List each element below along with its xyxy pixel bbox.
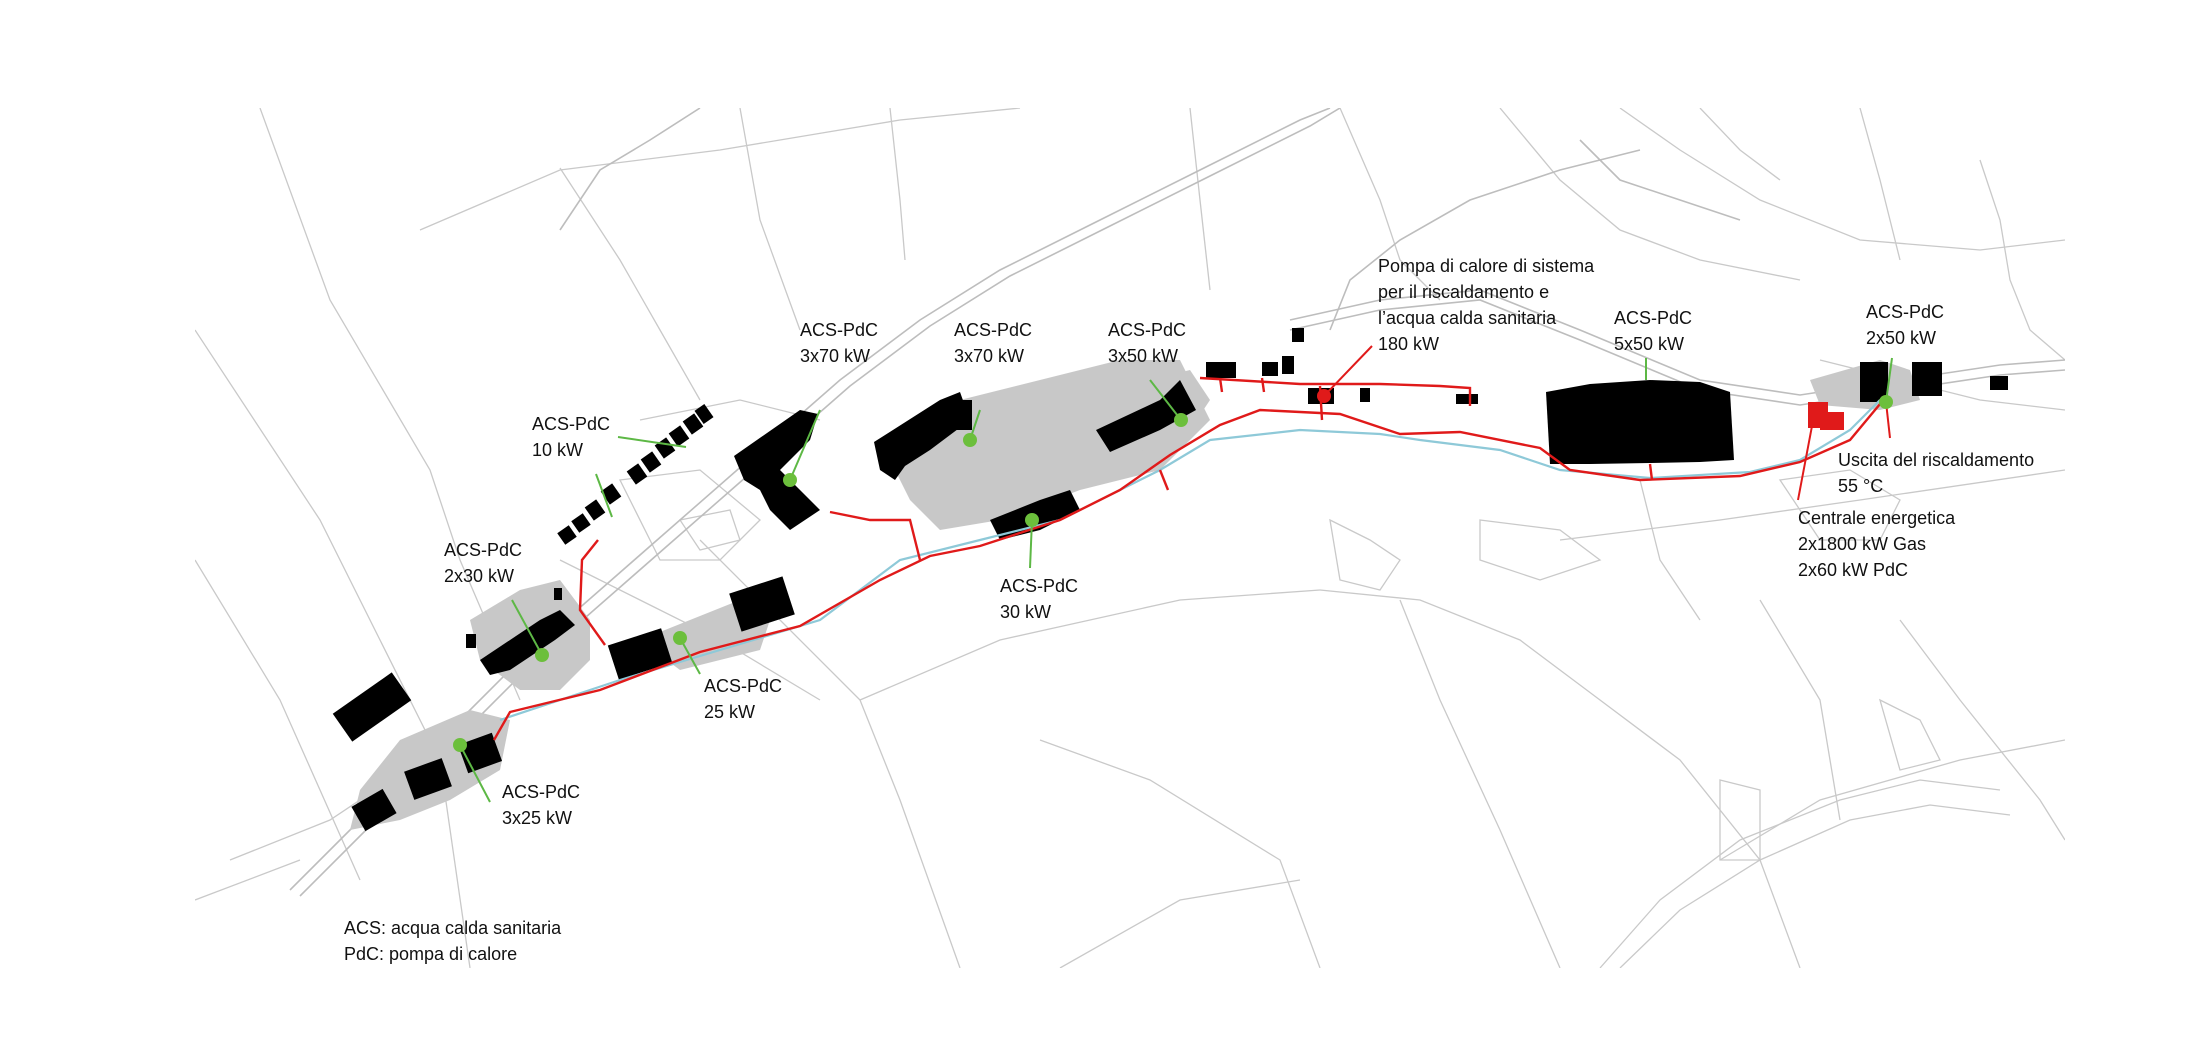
heat-pump-point	[1174, 413, 1188, 427]
heat-pump-point	[783, 473, 797, 487]
building	[952, 400, 972, 430]
heat-pump-point	[963, 433, 977, 447]
label-pdc-3x25kw: ACS-PdC 3x25 kW	[502, 782, 585, 828]
heat-pump-point	[1879, 395, 1893, 409]
building	[351, 788, 397, 832]
building	[1456, 394, 1478, 404]
building	[332, 672, 412, 742]
building	[729, 576, 795, 632]
label-system-heat-pump: Pompa di calore di sistema per il riscal…	[1378, 256, 1599, 354]
label-energy-center: Centrale energetica 2x1800 kW Gas 2x60 k…	[1798, 508, 1960, 580]
building	[734, 410, 820, 530]
building	[607, 628, 673, 680]
buildings	[332, 328, 2008, 832]
building	[1860, 362, 1888, 402]
label-pdc-2x50kw: ACS-PdC 2x50 kW	[1866, 302, 1949, 348]
label-pdc-10kw: ACS-PdC 10 kW	[532, 414, 615, 460]
heat-pump-point	[535, 648, 549, 662]
heat-pump-points	[453, 395, 1893, 752]
heat-pump-point	[673, 631, 687, 645]
energy-center	[1808, 402, 1844, 430]
label-pdc-3x70kw-west: ACS-PdC 3x70 kW	[800, 320, 883, 366]
label-pdc-3x70kw-central: ACS-PdC 3x70 kW	[954, 320, 1037, 366]
building	[480, 610, 575, 675]
leader-lines	[459, 345, 1893, 803]
heat-pump-point	[453, 738, 467, 752]
label-pdc-3x50kw: ACS-PdC 3x50 kW	[1108, 320, 1191, 366]
building	[1912, 362, 1942, 396]
label-pdc-25kw: ACS-PdC 25 kW	[704, 676, 787, 722]
building	[874, 392, 970, 480]
building	[1360, 388, 1370, 402]
building	[1262, 362, 1278, 376]
building	[1282, 356, 1294, 374]
legend-pdc: PdC: pompa di calore	[344, 944, 517, 964]
label-heating-output: Uscita del riscaldamento 55 °C	[1838, 450, 2039, 496]
legend: ACS: acqua calda sanitaria PdC: pompa di…	[344, 918, 562, 964]
building-5x50	[1546, 380, 1734, 464]
building	[1096, 380, 1196, 452]
label-pdc-2x30kw: ACS-PdC 2x30 kW	[444, 540, 527, 586]
roads	[289, 108, 2065, 897]
building	[404, 758, 452, 800]
legend-acs: ACS: acqua calda sanitaria	[344, 918, 562, 938]
map-labels: ACS-PdC 10 kW ACS-PdC 2x30 kW ACS-PdC 3x…	[444, 256, 2039, 828]
building-row-10kw	[557, 404, 714, 545]
label-pdc-5x50kw: ACS-PdC 5x50 kW	[1614, 308, 1697, 354]
building	[466, 634, 476, 648]
building	[1990, 376, 2008, 390]
hot-water-pipe	[499, 399, 1881, 722]
building	[1292, 328, 1304, 342]
label-pdc-30kw: ACS-PdC 30 kW	[1000, 576, 1083, 622]
heating-network	[492, 376, 1881, 741]
building	[1206, 362, 1236, 378]
building	[554, 588, 562, 600]
heat-pump-point	[1025, 513, 1039, 527]
background-contours	[195, 108, 2065, 968]
